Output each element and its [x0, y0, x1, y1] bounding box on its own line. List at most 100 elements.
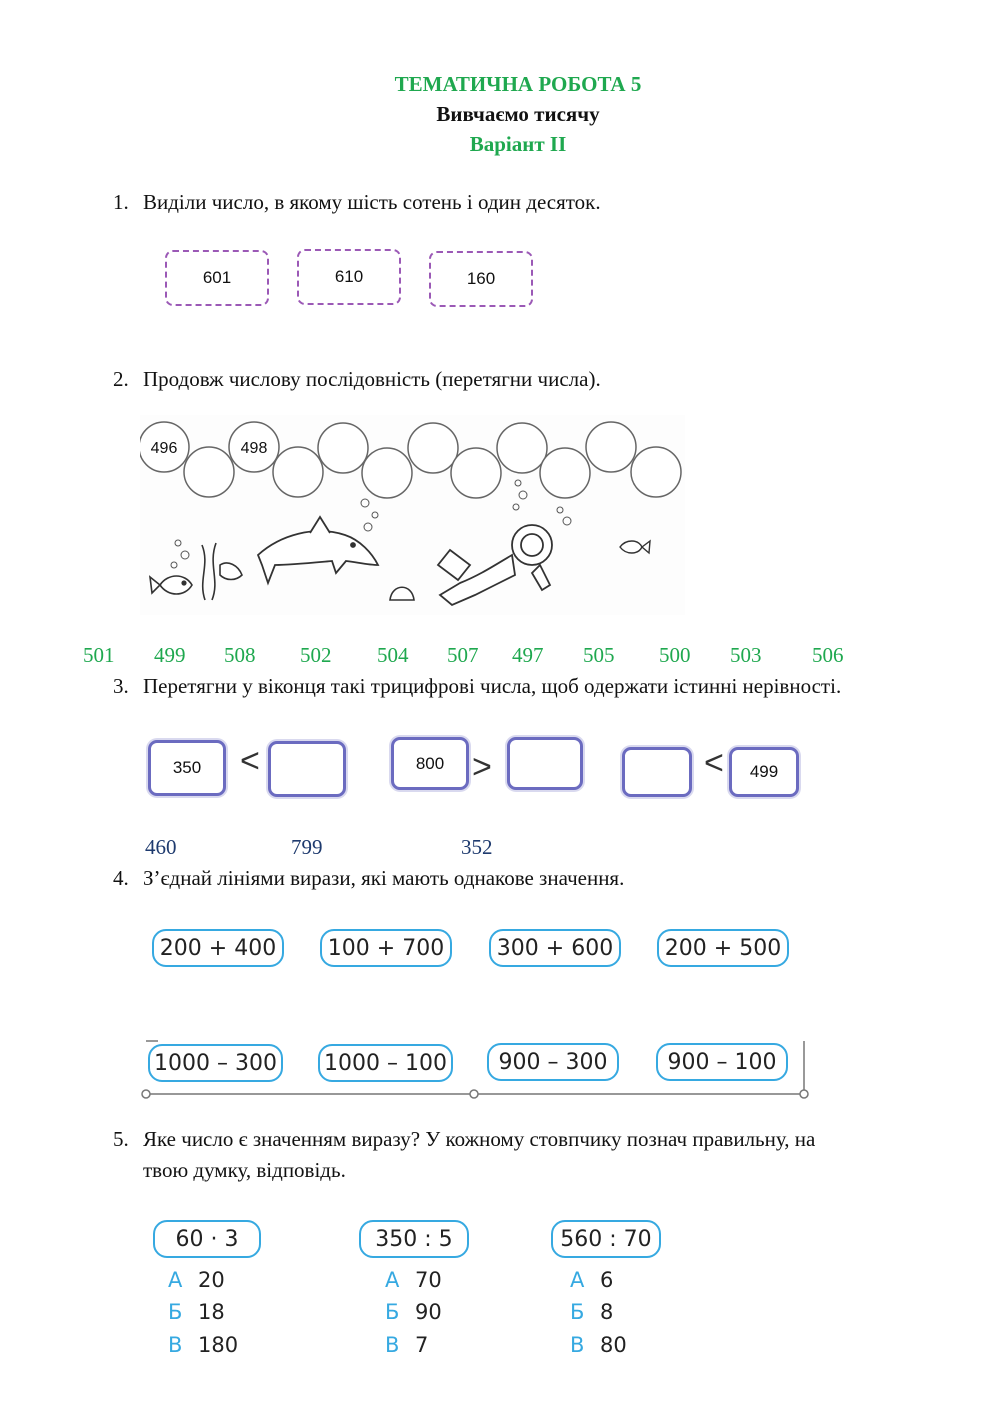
task1-option-2[interactable]: 610	[297, 249, 401, 305]
seq-bubble-8[interactable]	[450, 447, 502, 499]
task2-text: Продовж числову послідовність (перетягни…	[143, 367, 601, 391]
ineq3-left-dropzone[interactable]	[622, 747, 692, 797]
task5-col3-option-c[interactable]: В 80	[570, 1333, 627, 1358]
task2-sequence-scene: 496 498	[140, 415, 685, 615]
ineq3-sign: <	[704, 744, 724, 782]
drag-number-5[interactable]: 504	[377, 643, 409, 667]
task5-prompt: 5. Яке число є значенням виразу? У кожном…	[113, 1127, 933, 1183]
ineq1-left-box: 350	[148, 740, 226, 796]
task3-text: Перетягни у віконця такі трицифрові числ…	[143, 674, 842, 698]
task5-number: 5.	[113, 1127, 129, 1151]
task3-drag-number-3[interactable]: 352	[461, 835, 493, 859]
seq-bubble-6[interactable]	[361, 447, 413, 499]
task1-text: Виділи число, в якому шість сотень і оди…	[143, 190, 601, 214]
option-letter: А	[570, 1268, 585, 1292]
option-value: 8	[600, 1300, 614, 1324]
task4-bottom-expr-3[interactable]: 900 – 300	[487, 1043, 619, 1081]
task5-text-line1: Яке число є значенням виразу? У кожному …	[143, 1127, 816, 1151]
ineq1-sign: <	[240, 742, 260, 780]
drag-number-10[interactable]: 503	[730, 643, 762, 667]
task5-col1-option-a[interactable]: А 20	[168, 1268, 225, 1293]
drag-number-7[interactable]: 497	[512, 643, 544, 667]
task1-option-3[interactable]: 160	[429, 251, 533, 307]
task4-number: 4.	[113, 866, 129, 890]
option-letter: Б	[385, 1300, 400, 1324]
task4-bottom-expr-4[interactable]: 900 – 100	[656, 1043, 788, 1081]
worksheet-subtitle: Вивчаємо тисячу	[436, 102, 600, 126]
seq-bubble-5[interactable]	[317, 422, 369, 474]
task5-expr-3: 560 : 70	[551, 1220, 661, 1258]
task3-drag-number-2[interactable]: 799	[291, 835, 323, 859]
small-fish-icon	[619, 539, 651, 555]
ineq3-right-box: 499	[729, 747, 799, 797]
option-value: 90	[415, 1300, 442, 1324]
task3-drag-number-1[interactable]: 460	[145, 835, 177, 859]
task3-prompt: 3. Перетягни у віконця такі трицифрові чи…	[113, 674, 841, 699]
option-value: 20	[198, 1268, 225, 1292]
drag-number-9[interactable]: 500	[659, 643, 691, 667]
seq-bubble-3[interactable]	[228, 421, 280, 473]
seq-bubble-10[interactable]	[539, 447, 591, 499]
drag-number-4[interactable]: 502	[300, 643, 332, 667]
task5-text-line2: твою думку, відповідь.	[143, 1158, 346, 1182]
task5-expr-1: 60 · 3	[153, 1220, 261, 1258]
seq-bubble-12[interactable]	[630, 446, 682, 498]
seq-bubble-1[interactable]	[140, 421, 190, 473]
task4-top-expr-2[interactable]: 100 + 700	[320, 929, 452, 967]
fish-icon	[148, 575, 193, 595]
task1-number: 1.	[113, 190, 129, 214]
drag-number-1[interactable]: 501	[83, 643, 115, 667]
dolphin-icon	[256, 515, 380, 586]
task5-col2-option-a[interactable]: А 70	[385, 1268, 442, 1293]
task4-text: З’єднай лініями вирази, які мають однако…	[143, 866, 625, 890]
ineq1-right-dropzone[interactable]	[268, 741, 346, 797]
task4-top-expr-4[interactable]: 200 + 500	[657, 929, 789, 967]
option-letter: В	[570, 1333, 585, 1357]
option-value: 70	[415, 1268, 442, 1292]
diver-icon	[436, 524, 553, 607]
option-value: 80	[600, 1333, 627, 1357]
task3-number: 3.	[113, 674, 129, 698]
task5-col1-option-b[interactable]: Б 18	[168, 1300, 225, 1325]
seq-bubble-7[interactable]	[407, 422, 459, 474]
seaweed-icon	[201, 542, 243, 601]
seq-given-1: 496	[151, 440, 178, 457]
ineq2-right-dropzone[interactable]	[507, 737, 583, 790]
task5-col2-option-b[interactable]: Б 90	[385, 1300, 442, 1325]
task2-prompt: 2. Продовж числову послідовність (перетяг…	[113, 367, 601, 392]
option-value: 18	[198, 1300, 225, 1324]
task4-bottom-expr-2[interactable]: 1000 – 100	[318, 1044, 453, 1082]
drag-number-8[interactable]: 505	[583, 643, 615, 667]
task4-bottom-expr-1[interactable]: 1000 – 300	[148, 1044, 283, 1082]
worksheet-variant: Варіант ІІ	[469, 132, 567, 156]
option-letter: В	[168, 1333, 183, 1357]
shell-icon	[389, 586, 415, 601]
seq-given-2: 498	[241, 440, 268, 457]
option-letter: Б	[570, 1300, 585, 1324]
task5-col1-option-c[interactable]: В 180	[168, 1333, 238, 1358]
option-letter: А	[168, 1268, 183, 1292]
task4-top-expr-1[interactable]: 200 + 400	[152, 929, 284, 967]
option-letter: Б	[168, 1300, 183, 1324]
option-letter: А	[385, 1268, 400, 1292]
option-value: 180	[198, 1333, 239, 1357]
task2-number: 2.	[113, 367, 129, 391]
ineq2-sign: >	[472, 748, 492, 786]
seq-bubble-11[interactable]	[585, 421, 637, 473]
drag-number-3[interactable]: 508	[224, 643, 256, 667]
worksheet-title: ТЕМАТИЧНА РОБОТА 5	[394, 72, 642, 96]
drag-number-6[interactable]: 507	[447, 643, 479, 667]
task1-option-1[interactable]: 601	[165, 250, 269, 306]
seq-bubble-4[interactable]	[272, 446, 324, 498]
option-value: 6	[600, 1268, 614, 1292]
drag-number-11[interactable]: 506	[812, 643, 844, 667]
seq-bubble-9[interactable]	[496, 422, 548, 474]
task1-prompt: 1. Виділи число, в якому шість сотень і о…	[113, 190, 601, 215]
drag-number-2[interactable]: 499	[154, 643, 186, 667]
seq-bubble-2[interactable]	[183, 446, 235, 498]
task4-prompt: 4. З’єднай лініями вирази, які мають одна…	[113, 866, 624, 891]
task4-top-expr-3[interactable]: 300 + 600	[489, 929, 621, 967]
